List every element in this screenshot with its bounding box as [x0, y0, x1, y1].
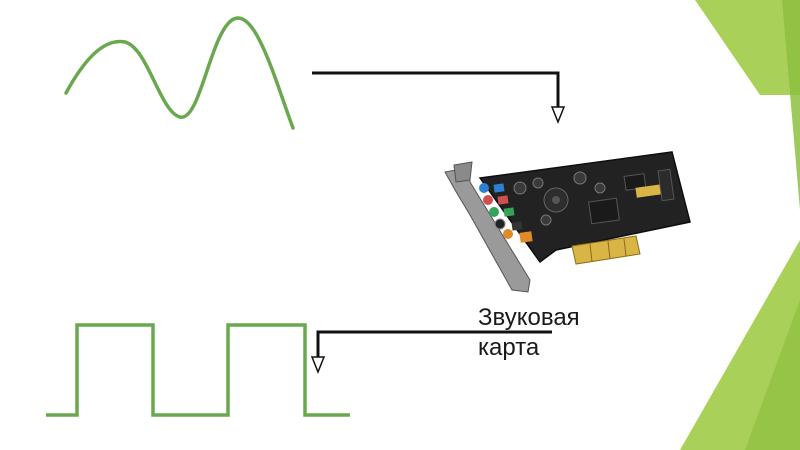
sound-card-icon	[444, 151, 691, 293]
analog-wave	[64, 16, 295, 130]
caption-line-1: Звуковая	[478, 304, 580, 331]
arrow-to-digital-signal	[316, 330, 552, 360]
accent-band-top	[695, 0, 800, 95]
arrowhead-down-top	[550, 106, 566, 125]
accent-band-bottom-inner	[745, 300, 800, 450]
arrow-to-sound-card	[312, 71, 560, 110]
sound-card-caption: Звуковая карта	[478, 303, 580, 363]
caption-line-2: карта	[478, 334, 540, 361]
digital-wave	[46, 323, 350, 417]
accent-band-right	[782, 0, 800, 210]
arrowhead-down-bottom	[310, 356, 326, 375]
